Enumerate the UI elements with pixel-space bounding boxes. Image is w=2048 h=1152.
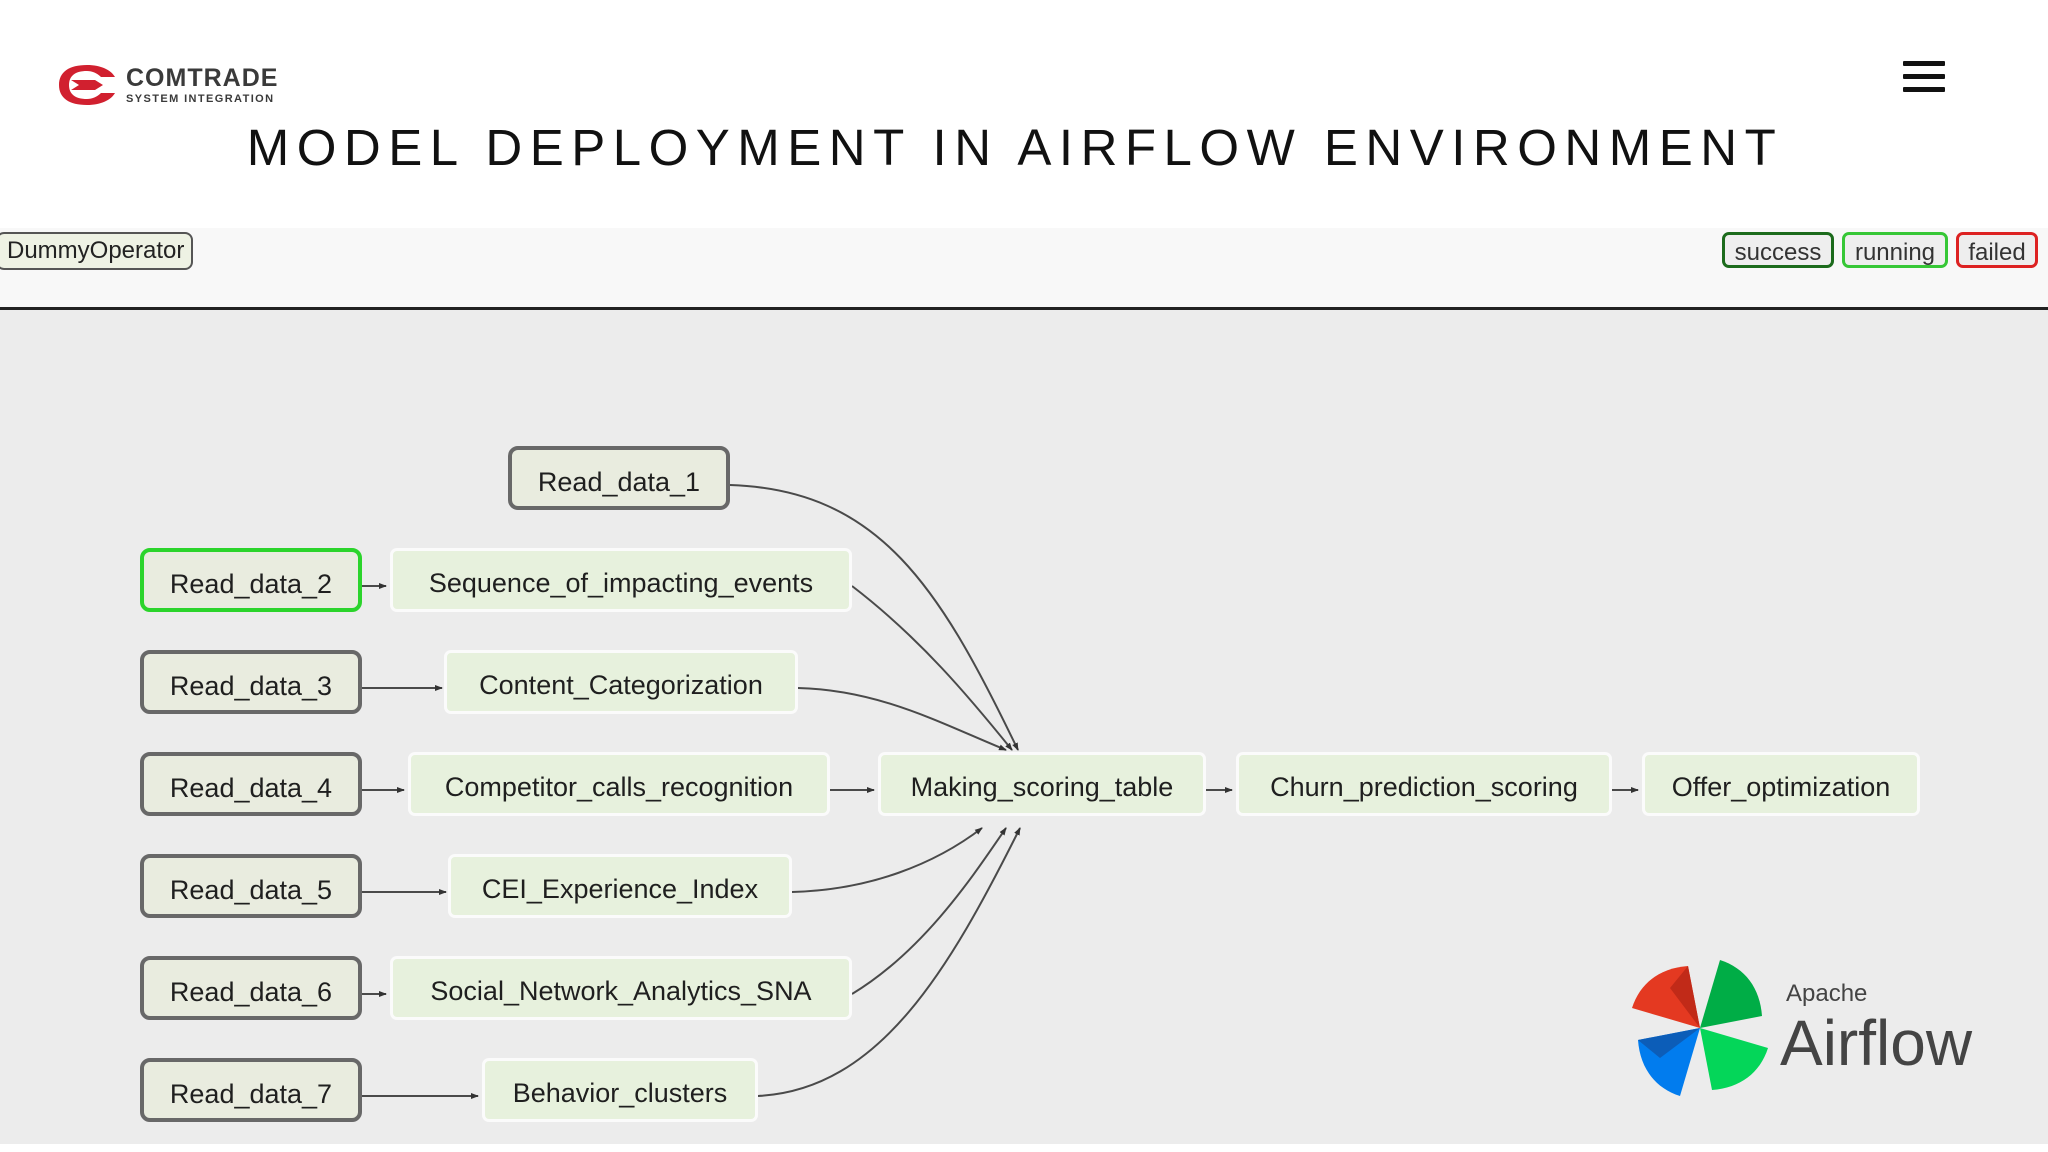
node-behavior-clusters[interactable]: Behavior_clusters (482, 1058, 758, 1122)
operator-chip[interactable]: DummyOperator (0, 232, 194, 270)
node-content-categorization[interactable]: Content_Categorization (444, 650, 798, 714)
legend-failed[interactable]: failed (1956, 232, 2038, 268)
page-title: MODEL DEPLOYMENT IN AIRFLOW ENVIRONMENT (246, 119, 1784, 176)
edge-sequence-making (851, 585, 1013, 751)
edge-read1-making (729, 484, 1019, 751)
edge-cei-making (791, 827, 983, 893)
node-read-data-3[interactable]: Read_data_3 (140, 650, 362, 714)
node-read-data-2[interactable]: Read_data_2 (140, 548, 362, 612)
dag-edges (362, 484, 1639, 1099)
node-social-network-analytics-sna[interactable]: Social_Network_Analytics_SNA (390, 956, 852, 1020)
node-read-data-6[interactable]: Read_data_6 (140, 956, 362, 1020)
logo-name: COMTRADE (126, 63, 279, 92)
logo-subtitle: SYSTEM INTEGRATION (126, 92, 275, 105)
node-read-data-5[interactable]: Read_data_5 (140, 854, 362, 918)
edge-behavior-making (757, 827, 1021, 1097)
node-sequence-of-impacting-events[interactable]: Sequence_of_impacting_events (390, 548, 852, 612)
node-churn-prediction-scoring[interactable]: Churn_prediction_scoring (1236, 752, 1612, 816)
edge-sna-making (851, 827, 1007, 995)
airflow-graph-view: DummyOperator success running failed (0, 228, 2048, 1144)
node-read-data-4[interactable]: Read_data_4 (140, 752, 362, 816)
legend-running[interactable]: running (1842, 232, 1948, 268)
node-offer-optimization[interactable]: Offer_optimization (1642, 752, 1920, 816)
node-making-scoring-table[interactable]: Making_scoring_table (878, 752, 1206, 816)
airflow-vendor-label: Apache (1786, 980, 1868, 1007)
airflow-product-name: Airflow (1780, 1007, 1973, 1079)
comtrade-logo-mark-icon (59, 65, 115, 105)
comtrade-logo: COMTRADE SYSTEM INTEGRATION (57, 62, 278, 108)
hamburger-menu-icon[interactable] (1903, 61, 1945, 95)
node-read-data-1[interactable]: Read_data_1 (508, 446, 730, 510)
node-cei-experience-index[interactable]: CEI_Experience_Index (448, 854, 792, 918)
graph-toolbar: DummyOperator success running failed (0, 228, 2048, 310)
node-competitor-calls-recognition[interactable]: Competitor_calls_recognition (408, 752, 830, 816)
legend-success[interactable]: success (1722, 232, 1834, 268)
edge-content-making (797, 687, 1007, 751)
node-read-data-7[interactable]: Read_data_7 (140, 1058, 362, 1122)
airflow-pinwheel-icon (1632, 960, 1768, 1096)
